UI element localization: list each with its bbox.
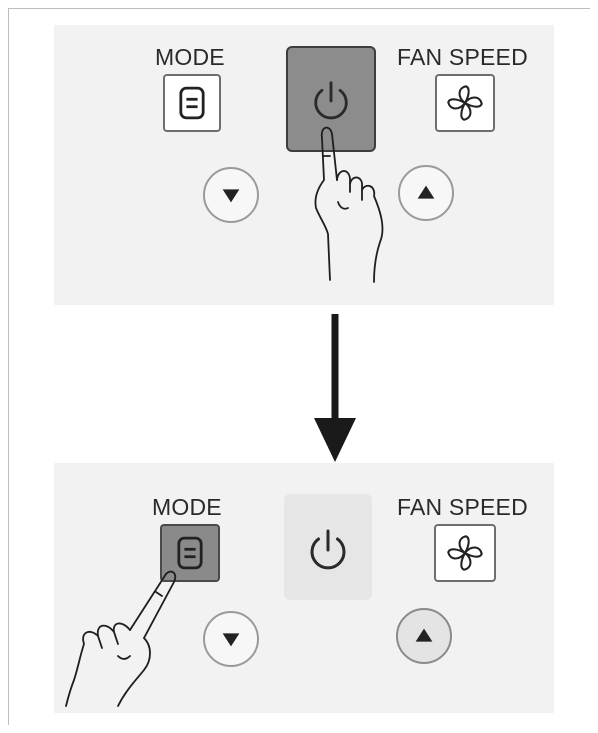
mode-label: MODE <box>155 46 225 69</box>
down-arrow-icon <box>205 169 257 221</box>
fan-speed-button[interactable] <box>435 74 495 132</box>
power-button[interactable] <box>284 494 372 600</box>
mode-icon <box>165 76 219 130</box>
fan-speed-button[interactable] <box>434 524 496 582</box>
down-transition-arrow-icon <box>310 314 360 464</box>
mode-button[interactable] <box>163 74 221 132</box>
power-icon <box>284 494 372 600</box>
fan-speed-label: FAN SPEED <box>397 46 528 69</box>
mode-label: MODE <box>152 496 222 519</box>
down-button[interactable] <box>203 167 259 223</box>
fan-icon <box>437 76 493 130</box>
fan-speed-label: FAN SPEED <box>397 496 528 519</box>
pressing-hand-icon <box>56 560 186 708</box>
pressing-hand-icon <box>300 110 410 295</box>
down-button[interactable] <box>203 611 259 667</box>
up-arrow-icon <box>398 610 450 662</box>
up-button[interactable] <box>396 608 452 664</box>
fan-icon <box>436 526 494 580</box>
down-arrow-icon <box>205 613 257 665</box>
